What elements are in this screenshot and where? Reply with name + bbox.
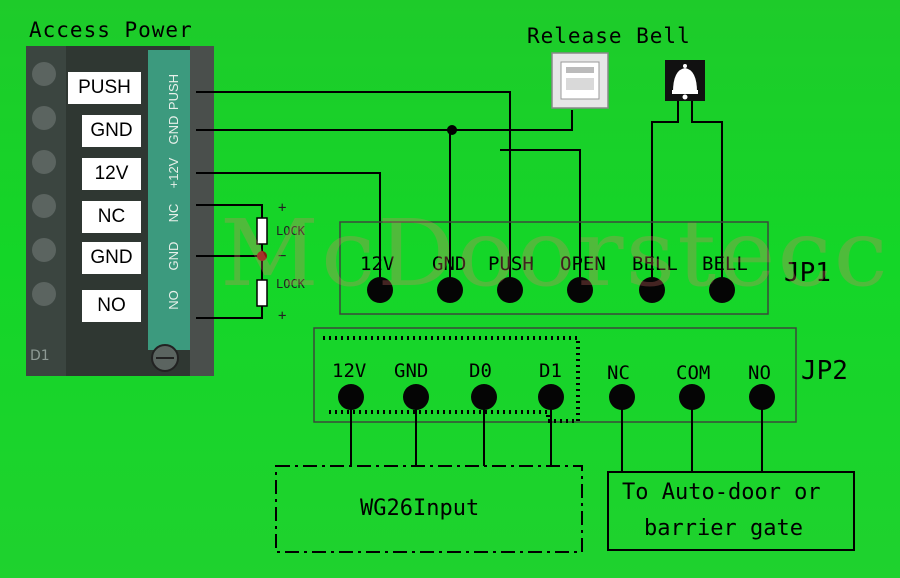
jp1-outline xyxy=(339,221,769,315)
bell-wires xyxy=(651,101,723,290)
lock-label-bottom: LOCK xyxy=(276,277,305,291)
jp2-pin-dot xyxy=(538,384,564,410)
jp2-pin-label: COM xyxy=(676,362,711,384)
autodoor-text-line2: barrier gate xyxy=(644,516,803,541)
terminal-label-gnd: GND xyxy=(82,115,141,147)
jp1-pin-label: GND xyxy=(432,253,467,275)
release-button-wires xyxy=(450,110,581,290)
terminal-side-label: NC xyxy=(166,204,181,223)
watermark: McDoorstecc xyxy=(220,200,890,307)
jp2-label: JP2 xyxy=(801,356,848,386)
terminal-label-12v: 12V xyxy=(82,158,141,190)
jp2-pin-dot xyxy=(403,384,429,410)
jp1-pin-dot xyxy=(367,277,393,303)
jp1-pin-label: PUSH xyxy=(488,253,534,275)
jp2-pin-dot xyxy=(471,384,497,410)
autodoor-text-line1: To Auto-door or xyxy=(622,480,821,505)
jp1-pin-label: BELL xyxy=(702,253,748,275)
terminal-label-nc: NC xyxy=(82,201,141,233)
autodoor-box xyxy=(607,471,855,551)
bell-icon xyxy=(665,60,705,101)
jp1-pin-dot xyxy=(567,277,593,303)
jp2-pin-label: D0 xyxy=(469,360,492,382)
lock-label-top: LOCK xyxy=(276,224,305,238)
jp2-pin-label: NO xyxy=(748,362,771,384)
jp1-pin-dot xyxy=(639,277,665,303)
wg26-input-box xyxy=(275,465,583,553)
terminal-side-label: GND xyxy=(166,242,181,271)
jp2-pin-label: D1 xyxy=(539,360,562,382)
jp2-pin-label: 12V xyxy=(332,360,367,382)
wiegand-group-dotted xyxy=(323,336,580,423)
jp2-pin-dot xyxy=(338,384,364,410)
lock-plus-bottom: + xyxy=(278,308,287,324)
wg26-input-text: WG26Input xyxy=(360,496,480,521)
release-button-icon xyxy=(551,52,609,109)
jp2-pin-dot xyxy=(609,384,635,410)
jp1-pin-dot xyxy=(497,277,523,303)
lock-plus-top: + xyxy=(278,200,287,216)
svg-text:D1: D1 xyxy=(30,348,50,364)
jp1-pin-dot xyxy=(709,277,735,303)
terminal-side-label: NO xyxy=(166,290,181,310)
jp1-pin-label: BELL xyxy=(632,253,678,275)
jp2-pin-dot xyxy=(679,384,705,410)
terminal-label-gnd-2: GND xyxy=(82,242,141,274)
jp1-pin-label: 12V xyxy=(360,253,395,275)
jp2-pin-dot xyxy=(749,384,775,410)
jp1-pin-label: OPEN xyxy=(560,253,606,275)
terminal-side-label: PUSH xyxy=(166,74,181,110)
lock-minus: − xyxy=(278,248,287,264)
jp1-pin-dot xyxy=(437,277,463,303)
junction-dot xyxy=(447,125,457,135)
jp1-label: JP1 xyxy=(784,258,831,288)
jp2-pin-label: NC xyxy=(607,362,630,384)
terminal-label-push: PUSH xyxy=(68,72,141,104)
release-bell-title: Release Bell xyxy=(527,24,691,48)
terminal-side-label: +12V xyxy=(166,157,181,188)
jp2-pin-label: GND xyxy=(394,360,429,382)
lock-symbols xyxy=(256,217,268,307)
terminal-side-label: GND xyxy=(166,116,181,145)
access-power-title: Access Power xyxy=(29,18,193,42)
terminal-label-no: NO xyxy=(82,290,141,322)
